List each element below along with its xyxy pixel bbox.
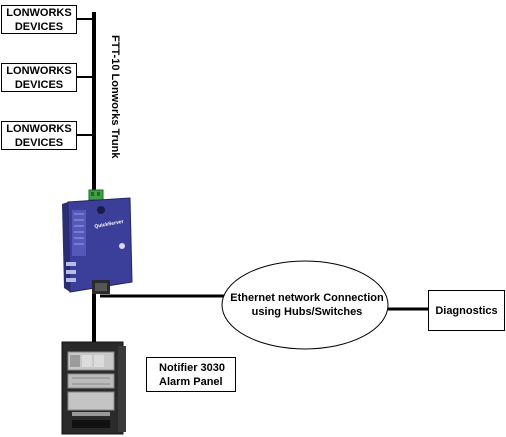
device-1-label: LONWORKS DEVICES [6,6,72,33]
lonworks-device-box-2: LONWORKS DEVICES [1,63,77,92]
lonworks-device-box-3: LONWORKS DEVICES [1,121,77,150]
lonworks-device-box-1: LONWORKS DEVICES [1,5,77,34]
notifier-alarm-panel [61,341,126,435]
ethernet-ellipse [221,260,389,350]
trunk-label: FTT-10 Lonworks Trunk [109,35,121,159]
panel-label-box: Notifier 3030 Alarm Panel [146,357,236,392]
diagnostics-box: Diagnostics [428,290,505,331]
quickserver-gateway [62,197,133,294]
diagnostics-label: Diagnostics [435,304,498,317]
device-3-label: LONWORKS DEVICES [6,122,72,149]
ethernet-label: Ethernet network Connection using Hubs/S… [230,292,384,318]
device-2-label: LONWORKS DEVICES [6,64,72,91]
panel-label: Notifier 3030 Alarm Panel [159,361,226,388]
